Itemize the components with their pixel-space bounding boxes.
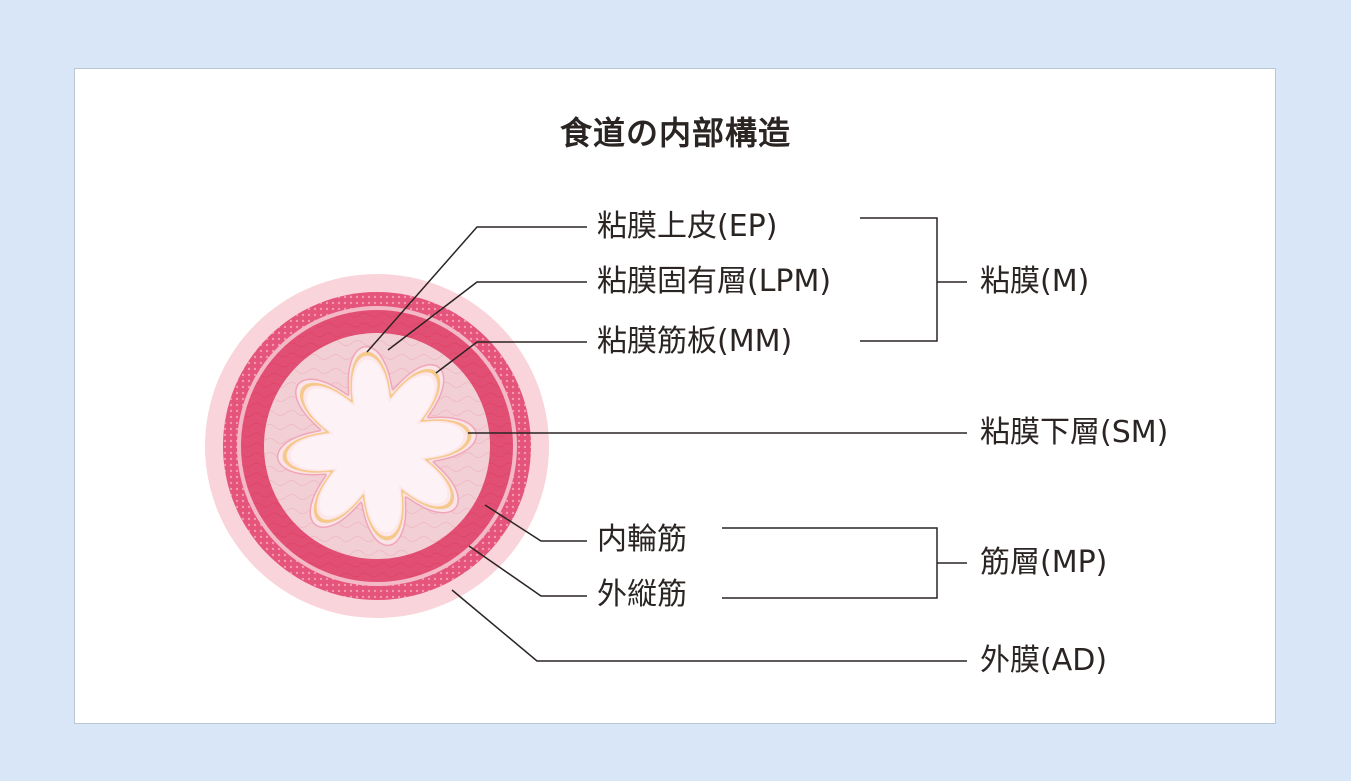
label-epithelium: 粘膜上皮(EP) xyxy=(597,209,778,244)
mucosa-folds xyxy=(276,345,478,547)
label-adventitia: 外膜(AD) xyxy=(980,643,1108,678)
page-title: 食道の内部構造 xyxy=(559,114,791,152)
lumen-fold xyxy=(290,359,464,533)
label-submucosa: 粘膜下層(SM) xyxy=(980,415,1169,450)
label-lamina-propria: 粘膜固有層(LPM) xyxy=(597,264,832,299)
label-inner-circular-muscle: 内輪筋 xyxy=(597,522,687,557)
label-outer-longitudinal-muscle: 外縦筋 xyxy=(597,577,687,612)
label-muscularis-mucosae: 粘膜筋板(MM) xyxy=(597,324,793,359)
label-muscularis-propria: 筋層(MP) xyxy=(980,545,1108,580)
label-mucosa: 粘膜(M) xyxy=(980,264,1090,299)
leader-lines xyxy=(366,217,967,662)
